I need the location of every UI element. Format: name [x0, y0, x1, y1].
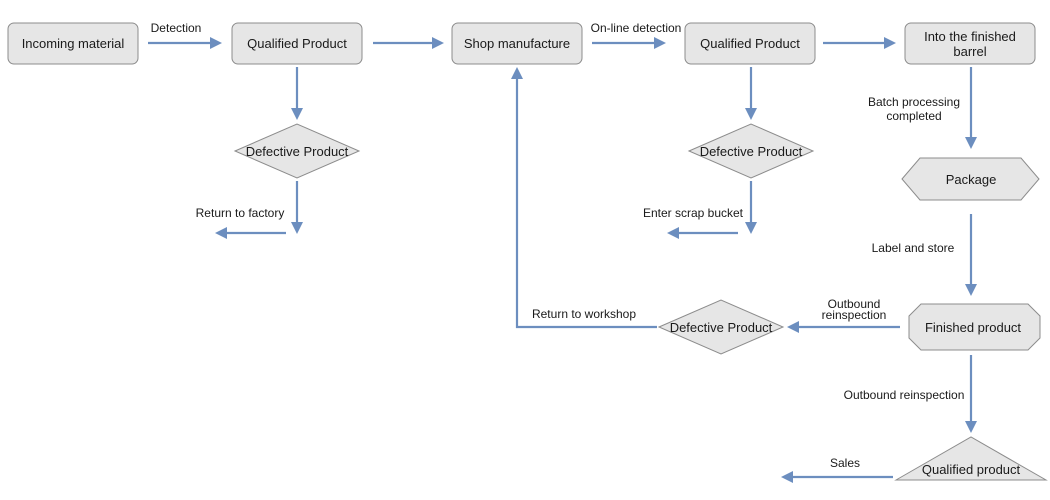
arrowhead: [745, 222, 757, 234]
node-shop-manufacture: Shop manufacture: [451, 22, 583, 65]
edge-label-label-and-store: Label and store: [872, 241, 955, 255]
arrowhead: [781, 471, 793, 483]
arrowhead: [215, 227, 227, 239]
node-label: Incoming material: [22, 36, 125, 51]
arrowhead: [745, 108, 757, 120]
node-package: Package: [901, 157, 1040, 201]
node-incoming-material: Incoming material: [7, 22, 139, 65]
node-defective-product-2: Defective Product: [687, 123, 815, 179]
node-label-line-1: Into the finished: [924, 29, 1016, 44]
node-finished-barrel: Into the finished barrel: [904, 22, 1036, 65]
node-label: Defective Product: [246, 144, 349, 159]
arrowhead: [965, 284, 977, 296]
node-qualified-product-3: Qualified product: [894, 436, 1048, 481]
arrowhead: [667, 227, 679, 239]
arrowhead: [291, 108, 303, 120]
edge-label-outbound-reinspection-line-2: reinspection: [822, 308, 887, 322]
node-label: Shop manufacture: [464, 36, 570, 51]
node-label: Package: [946, 172, 997, 187]
edge-label-return-to-workshop: Return to workshop: [532, 307, 636, 321]
arrowhead: [787, 321, 799, 333]
edge-return-to-workshop: [515, 77, 657, 329]
node-defective-product-3: Defective Product: [657, 299, 785, 355]
node-label: Qualified Product: [247, 36, 347, 51]
arrowhead: [511, 67, 523, 79]
edge-label-online-detection: On-line detection: [591, 21, 682, 35]
edge-label-outbound-reinspection: Outbound reinspection: [844, 388, 965, 402]
edge-label-detection: Detection: [151, 21, 202, 35]
arrowhead: [654, 37, 666, 49]
edge-label-batch-processing-line-1: Batch processing: [868, 95, 960, 109]
node-label: Qualified product: [922, 462, 1021, 477]
arrowhead: [210, 37, 222, 49]
node-label: Defective Product: [670, 320, 773, 335]
node-label: Defective Product: [700, 144, 803, 159]
edge-label-enter-scrap-bucket: Enter scrap bucket: [643, 206, 744, 220]
edge-label-return-to-factory: Return to factory: [196, 206, 285, 220]
arrowhead: [965, 421, 977, 433]
node-label: Qualified Product: [700, 36, 800, 51]
node-defective-product-1: Defective Product: [233, 123, 361, 179]
arrowhead: [432, 37, 444, 49]
node-label-line-2: barrel: [953, 44, 986, 59]
edge-label-batch-processing-line-2: completed: [886, 109, 941, 123]
edge-label-sales: Sales: [830, 456, 860, 470]
node-label: Finished product: [925, 320, 1021, 335]
node-qualified-product-2: Qualified Product: [684, 22, 816, 65]
arrowhead: [291, 222, 303, 234]
node-finished-product: Finished product: [908, 303, 1041, 351]
edge-label-outbound-reinspection-line-1: Outbound: [828, 297, 881, 311]
node-qualified-product-1: Qualified Product: [231, 22, 363, 65]
arrowhead: [965, 137, 977, 149]
arrowhead: [884, 37, 896, 49]
